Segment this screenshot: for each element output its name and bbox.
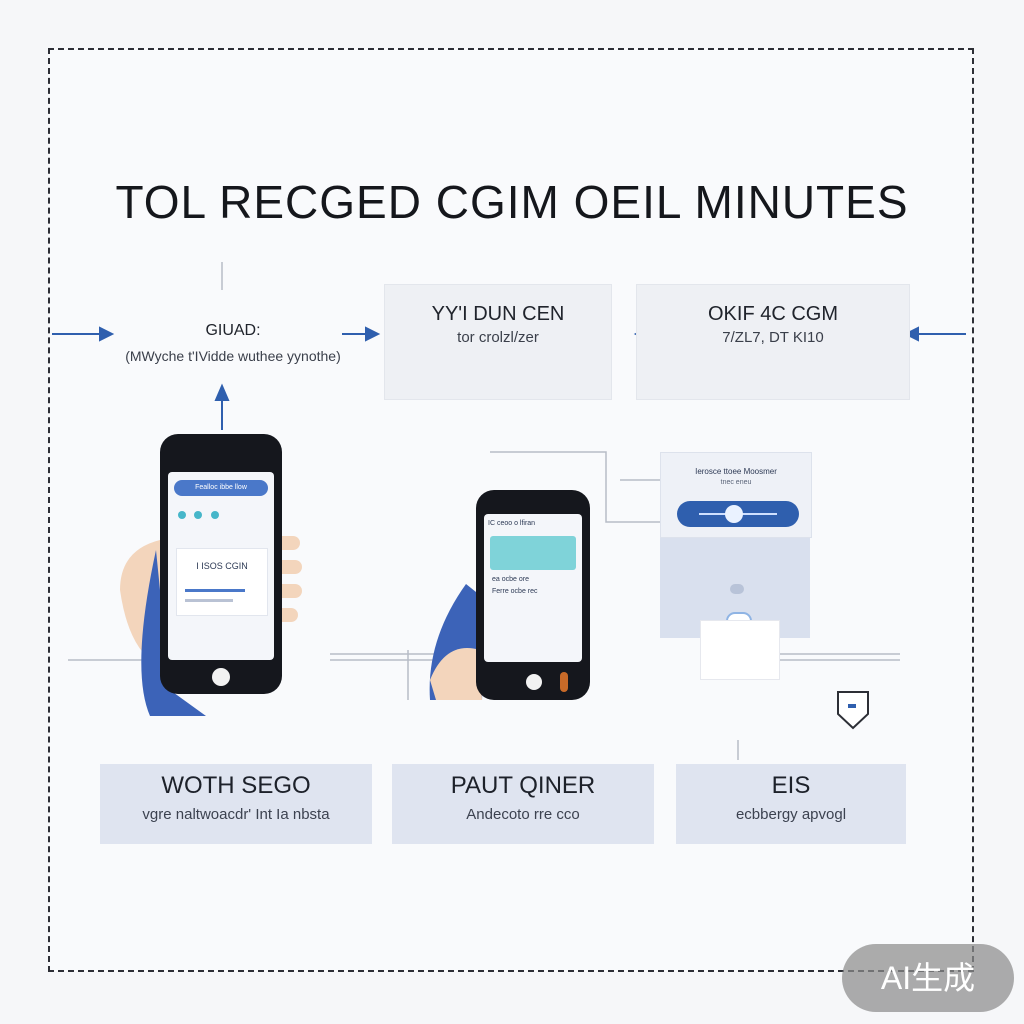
top-step-3: OKIF 4C CGM 7/ZL7, DT KI10 (636, 284, 910, 400)
bottom-step-3-subtitle: ecbbergy apvogl (735, 806, 847, 823)
page-title: TOL RECGED CGIM OEIL MINUTES (115, 176, 909, 228)
bottom-step-3-title: EIS (771, 772, 811, 799)
top-step-1-title: GIUAD: (205, 322, 261, 339)
top-step-3-subtitle: 7/ZL7, DT KI10 (722, 329, 824, 346)
phone-1-banner: Fealloc ibbe llow (174, 480, 268, 496)
terminal-slider (677, 501, 799, 527)
bottom-step-2-title: PAUT QINER (450, 772, 596, 799)
terminal-label: Ierosce ttoee Moosmer (695, 467, 777, 476)
phone-2-hero (490, 536, 576, 570)
terminal-sublabel: tnec eneu (720, 479, 752, 486)
bottom-step-3: EIS ecbbergy apvogl (676, 764, 906, 844)
phone-1: Fealloc ibbe llow I ISOS CGIN (160, 434, 282, 694)
top-step-3-title: OKIF 4C CGM (707, 303, 838, 325)
receipt-paper (700, 620, 780, 680)
bottom-step-1-subtitle: vgre naltwoacdr' Int Ia nbsta (142, 806, 330, 823)
top-step-2-title: YY'I DUN CEN (431, 303, 565, 325)
bottom-step-1: WOTH SEGO vgre naltwoacdr' Int Ia nbsta (100, 764, 372, 844)
phone-1-screen: Fealloc ibbe llow I ISOS CGIN (168, 472, 274, 660)
phone-1-chip-row (178, 506, 258, 519)
phone-2-caption: ea ocbe ore (492, 576, 529, 583)
phone-2-screen: IC ceoo o lfiran ea ocbe ore Ferre ocbe … (484, 514, 582, 662)
phone-2-side-button (560, 672, 568, 692)
phone-2-header: IC ceoo o lfiran (488, 520, 536, 527)
phone-1-home-button (212, 668, 230, 686)
shield-icon (834, 688, 872, 732)
phone-1-card-bar (185, 589, 245, 592)
phone-2: IC ceoo o lfiran ea ocbe ore Ferre ocbe … (476, 490, 590, 700)
phone-1-card-title: I ISOS CGIN (196, 561, 248, 571)
phone-2-caption-2: Ferre ocbe rec (492, 588, 538, 595)
phone-1-card: I ISOS CGIN (176, 548, 268, 616)
terminal-slot (730, 584, 744, 594)
bottom-step-2-subtitle: Andecoto rre cco (466, 806, 580, 823)
ai-generated-badge: AI生成 (842, 944, 1014, 1012)
phone-1-card-bar (185, 599, 233, 602)
chip-icon (210, 511, 219, 519)
top-step-1: GIUAD: (MWyche t'IVidde wuthee yynothe) (104, 290, 362, 398)
top-step-2: YY'I DUN CEN tor crolzl/zer (384, 284, 612, 400)
chip-icon (194, 511, 203, 519)
slider-knob (725, 505, 743, 523)
terminal-device: Ierosce ttoee Moosmer tnec eneu (660, 452, 812, 680)
top-step-2-subtitle: tor crolzl/zer (457, 329, 539, 346)
top-step-1-subtitle: (MWyche t'IVidde wuthee yynothe) (125, 348, 341, 364)
bottom-step-1-title: WOTH SEGO (161, 772, 311, 799)
chip-icon (178, 511, 186, 519)
terminal-panel: Ierosce ttoee Moosmer tnec eneu (660, 452, 812, 538)
phone-2-home-button (526, 674, 542, 690)
hand-illustration-2 (429, 584, 486, 700)
bottom-step-2: PAUT QINER Andecoto rre cco (392, 764, 654, 844)
